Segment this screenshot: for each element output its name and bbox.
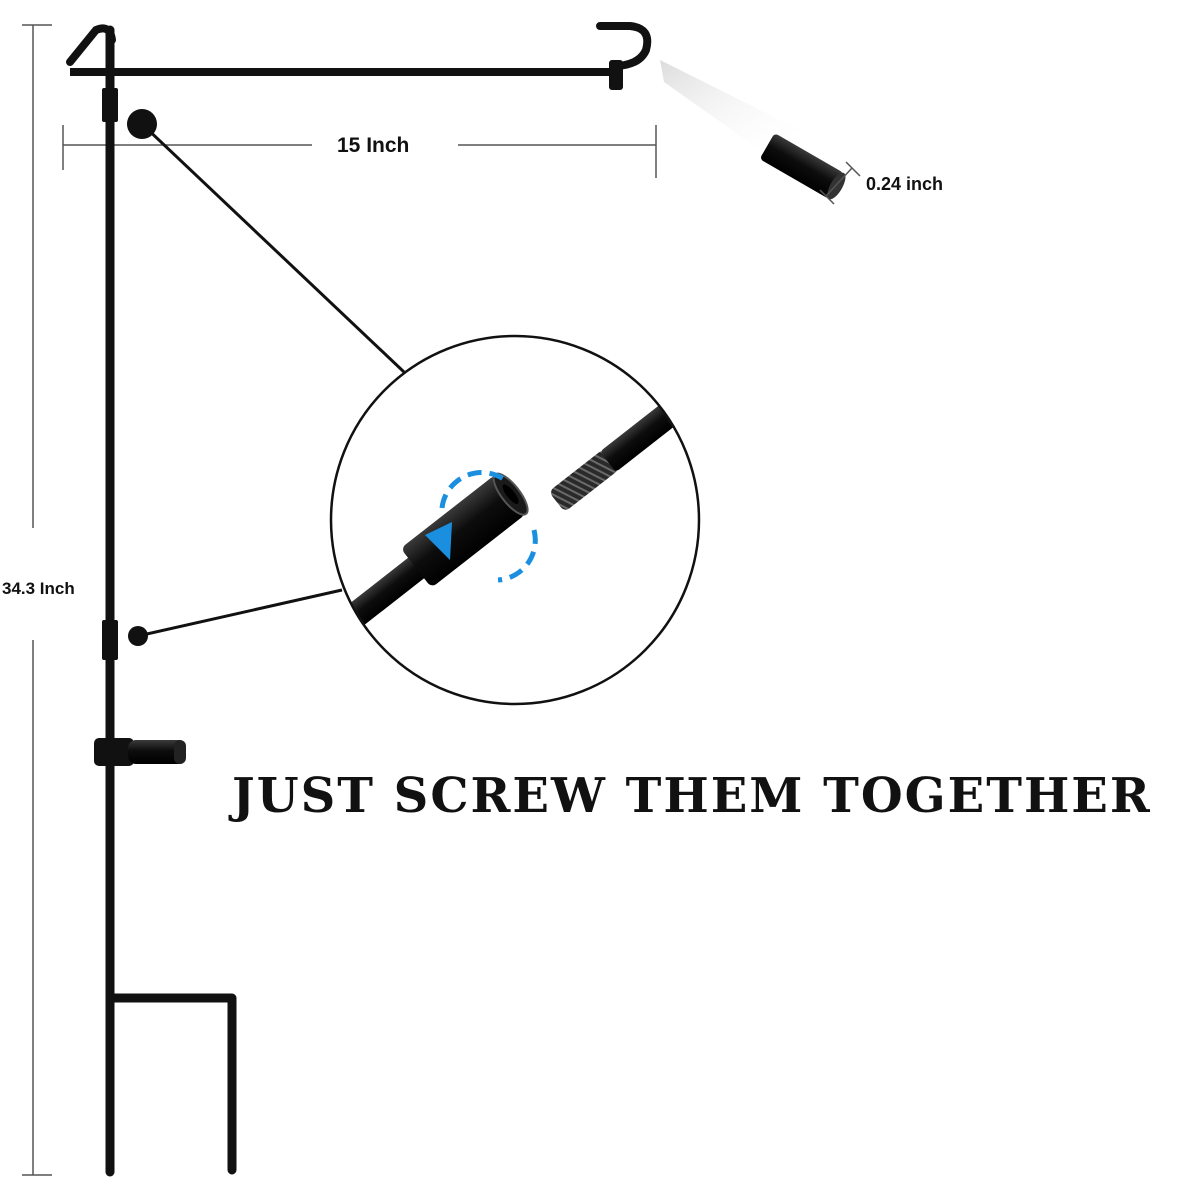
left-loop — [66, 24, 116, 66]
width-label: 15 Inch — [337, 134, 409, 157]
width-dimension: 15 Inch — [62, 125, 657, 178]
right-hook — [596, 22, 652, 70]
callout-leaders — [127, 109, 406, 646]
zoom-detail — [329, 334, 701, 706]
middle-joint — [102, 620, 118, 660]
zoom-thread — [551, 450, 618, 510]
magnify-beam — [660, 60, 800, 150]
diameter-detail: 0.24 inch — [660, 60, 943, 205]
top-joint — [102, 88, 118, 122]
leader-line-top — [140, 122, 406, 374]
height-label: 34.3 Inch — [2, 579, 75, 598]
headline-text: JUST SCREW THEM TOGETHER — [228, 768, 1152, 824]
stopper-clip — [94, 738, 186, 766]
rod-end — [761, 134, 843, 198]
callout-dot-middle — [128, 626, 148, 646]
ground-stake — [105, 993, 237, 1175]
height-dimension: 34.3 Inch — [2, 24, 75, 1176]
diameter-label: 0.24 inch — [866, 174, 943, 194]
arm-end-stopper — [609, 60, 623, 90]
callout-dot-top — [127, 109, 157, 139]
diameter-dimension — [825, 167, 853, 197]
zoom-circle-border — [329, 334, 701, 706]
flag-stand — [66, 22, 652, 1177]
zoom-coupler — [403, 476, 524, 586]
leader-line-middle — [137, 588, 343, 638]
rotate-arrow-icon — [425, 470, 538, 583]
